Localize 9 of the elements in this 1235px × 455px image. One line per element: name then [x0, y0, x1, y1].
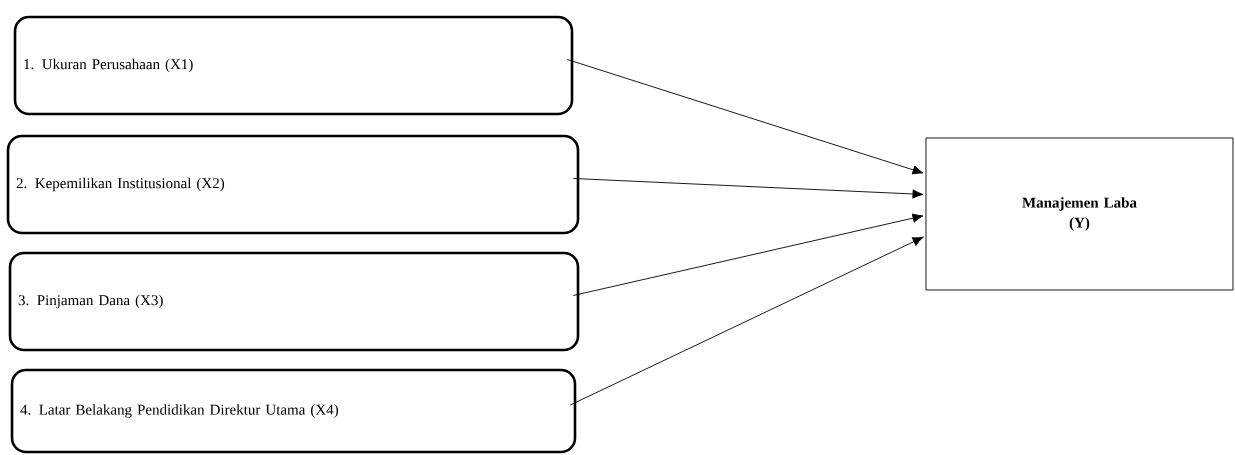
variable-box: 4. Latar Belakang Pendidikan Direktur Utama (X4) — [10, 368, 577, 454]
variable-box: 1. Ukuran Perusahaan (X1) — [13, 15, 574, 116]
variable-box: 3. Pinjaman Dana (X3) — [8, 251, 580, 352]
arrow — [569, 236, 924, 406]
arrow — [572, 178, 924, 199]
arrow — [572, 213, 924, 296]
arrow — [566, 59, 924, 175]
variable-box: 2. Kepemilikan Institusional (X2) — [6, 134, 580, 235]
outcome-box: Manajemen Laba (Y) — [925, 137, 1234, 291]
